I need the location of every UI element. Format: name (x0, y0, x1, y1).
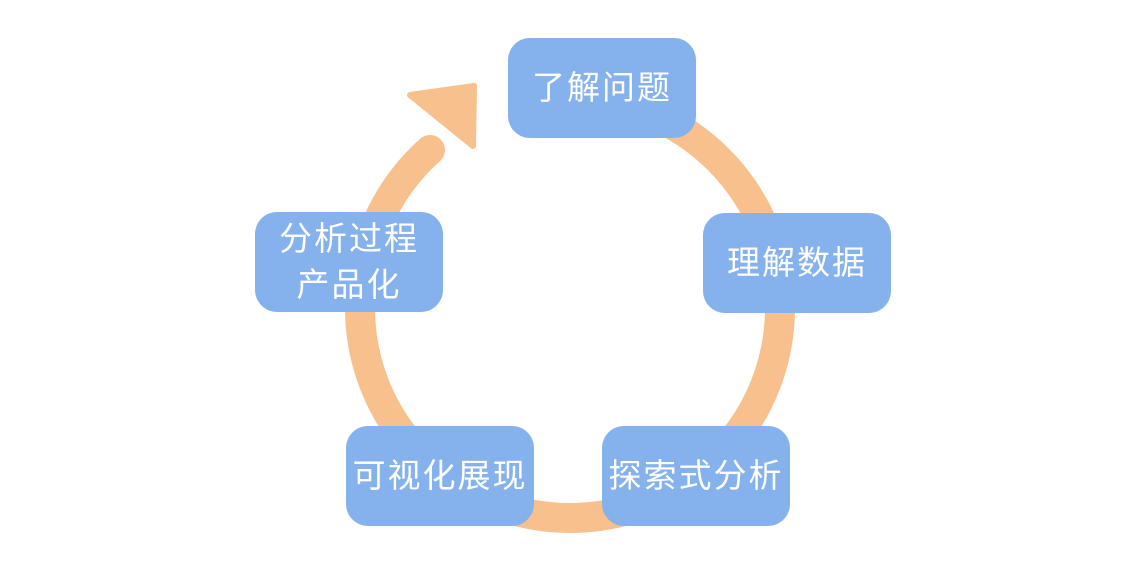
step-visualization: 可视化展现 (346, 426, 534, 526)
step-label: 可视化展现 (352, 456, 528, 496)
step-understand-data: 理解数据 (703, 213, 891, 313)
step-label-line1: 分析过程 (279, 219, 419, 259)
step-exploratory-analysis: 探索式分析 (602, 426, 790, 526)
step-productize-analysis: 分析过程 产品化 (255, 212, 443, 312)
step-understand-problem: 了解问题 (508, 38, 696, 138)
step-label: 理解数据 (727, 243, 867, 283)
arrowhead-icon (407, 83, 477, 149)
step-label: 探索式分析 (608, 456, 784, 496)
step-label: 了解问题 (532, 68, 672, 108)
step-label-line2: 产品化 (296, 265, 402, 304)
